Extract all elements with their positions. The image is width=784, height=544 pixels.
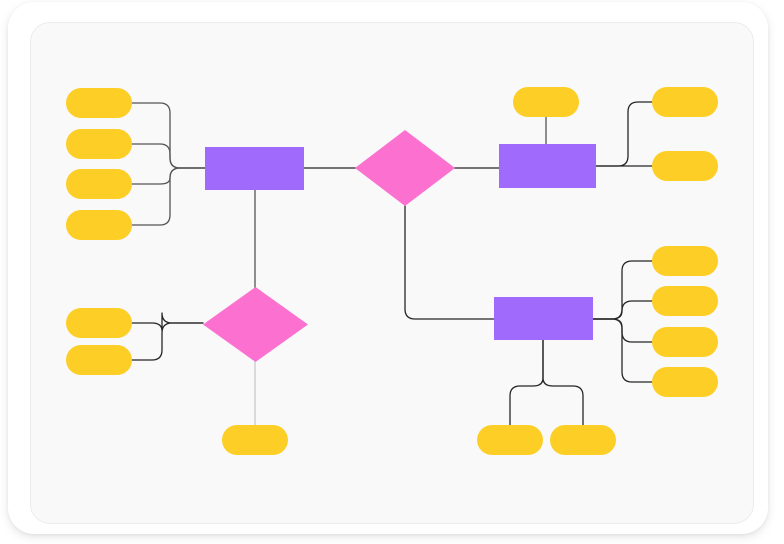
node-pill-n1[interactable] (66, 88, 132, 118)
node-pill-n6[interactable] (652, 87, 718, 117)
node-pill-n7[interactable] (652, 151, 718, 181)
node-pill-n11[interactable] (652, 246, 718, 276)
node-pill-n4[interactable] (66, 210, 132, 240)
edge-p3-n12[interactable] (592, 300, 653, 320)
edge-n1-p1[interactable] (131, 102, 206, 169)
node-diamond-d2[interactable] (203, 287, 308, 362)
node-diamond-d1[interactable] (355, 130, 455, 206)
node-pill-n8[interactable] (66, 308, 132, 338)
edge-p3-n14[interactable] (592, 318, 653, 383)
edge-n9-d2[interactable] (131, 322, 204, 361)
node-pill-n13[interactable] (652, 327, 718, 357)
node-pill-n2[interactable] (66, 129, 132, 159)
edge-n2-p1[interactable] (131, 143, 206, 169)
node-pill-n12[interactable] (652, 286, 718, 316)
node-pill-n16[interactable] (550, 425, 616, 455)
node-pill-n5[interactable] (513, 87, 579, 117)
edge-n4-p1[interactable] (131, 167, 206, 226)
node-rect-p2[interactable] (499, 144, 596, 188)
edge-n8-d2[interactable] (131, 312, 204, 332)
node-pill-n9[interactable] (66, 345, 132, 375)
edge-p3-n15[interactable] (509, 339, 544, 426)
edge-n3-p1[interactable] (131, 167, 206, 185)
node-pill-n14[interactable] (652, 367, 718, 397)
node-pill-n10[interactable] (222, 425, 288, 455)
node-rect-p1[interactable] (205, 147, 304, 190)
edge-layer (131, 101, 653, 426)
node-pill-n15[interactable] (477, 425, 543, 455)
node-rect-p3[interactable] (494, 297, 593, 340)
diagram-panel (30, 22, 754, 524)
edge-p3-n16[interactable] (542, 339, 584, 426)
edge-d1-p3[interactable] (404, 205, 495, 320)
node-pill-n3[interactable] (66, 169, 132, 199)
node-layer (66, 87, 718, 455)
edge-p2-n6[interactable] (595, 101, 653, 167)
